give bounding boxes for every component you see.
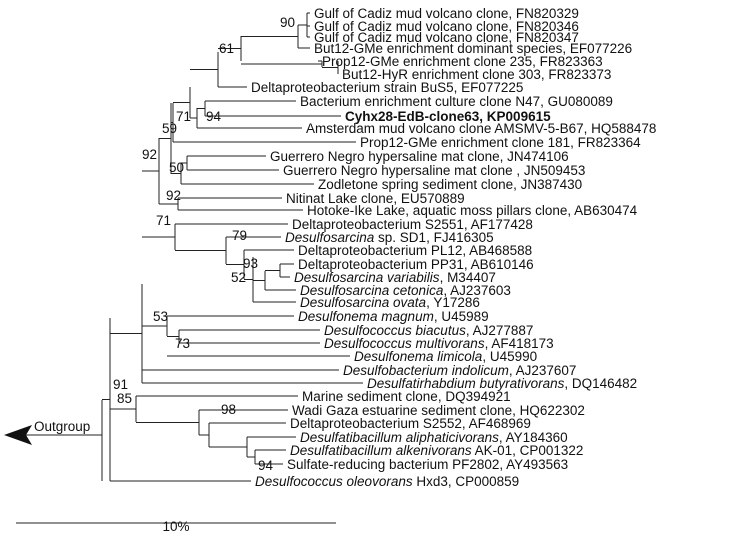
taxon-label: Deltaproteobacterium PL12, AB468588 (298, 243, 532, 258)
taxon-label: But12-GMe enrichment dominant species, E… (314, 41, 632, 56)
taxon-label: Desulfococcus biacutus, AJ277887 (324, 323, 533, 338)
bootstrap-value: 59 (162, 121, 177, 136)
taxon-label: Desulfosarcina cetonica, AJ237603 (300, 283, 511, 298)
bootstrap-value: 90 (280, 15, 295, 30)
taxon-label: Desulfosarcina variabilis, M34407 (294, 270, 496, 285)
taxon-label: Wadi Gaza estuarine sediment clone, HQ62… (292, 403, 585, 418)
outgroup-arrow (4, 425, 102, 445)
taxon-label: Desulfobacterium indolicum, AJ237607 (343, 363, 576, 378)
taxon-label: Hotoke-Ike Lake, aquatic moss pillars cl… (307, 203, 638, 218)
taxon-label: Desulfatibacillum alkenivorans AK-01, CP… (290, 443, 583, 458)
taxon-label: Gulf of Cadiz mud volcano clone, FN82032… (314, 6, 579, 21)
taxon-label: Zodletone spring sediment clone, JN38743… (318, 177, 582, 192)
taxon-label: Desulfococcus multivorans, AF418173 (324, 336, 554, 351)
bootstrap-value: 50 (169, 160, 184, 175)
taxon-label: Sulfate-reducing bacterium PF2802, AY493… (287, 457, 568, 472)
tree-branches (101, 12, 363, 482)
bootstrap-value: 94 (258, 458, 274, 473)
taxon-label: Gulf of Cadiz mud volcano clone, FN82034… (314, 30, 579, 45)
taxon-label: Guerrero Negro hypersaline mat clone , J… (283, 163, 585, 178)
taxon-label: But12-HyR enrichment clone 303, FR823373 (342, 67, 611, 82)
taxon-label: Desulfonema limicola, U45990 (354, 349, 537, 364)
bootstrap-value: 92 (166, 188, 181, 203)
taxon-label: Desulfococcus oleovorans Hxd3, CP000859 (255, 474, 519, 489)
taxon-label: Gulf of Cadiz mud volcano clone, FN82034… (314, 19, 579, 34)
outgroup-label: Outgroup (34, 419, 90, 434)
taxon-label: Desulfosarcina sp. SD1, FJ416305 (285, 230, 494, 245)
taxon-label: Deltaproteobacterium strain BuS5, EF0772… (251, 80, 523, 95)
taxon-label: Cyhx28-EdB-clone63, KP009615 (345, 109, 551, 124)
taxon-label: Desulfosarcina ovata, Y17286 (300, 295, 480, 310)
taxon-label: Desulfatirhabdium butyrativorans, DQ1464… (367, 376, 637, 391)
bootstrap-value: 79 (232, 228, 247, 243)
taxon-label: Nitinat Lake clone, EU570889 (286, 191, 465, 206)
bootstrap-value: 85 (117, 391, 132, 406)
bootstrap-value: 94 (206, 109, 222, 124)
taxon-label: Amsterdam mud volcano clone AMSMV-5-B67,… (306, 121, 656, 136)
bootstrap-value: 93 (243, 256, 258, 271)
bootstrap-value: 71 (156, 213, 171, 228)
taxon-label: Bacterium enrichment culture clone N47, … (300, 94, 613, 109)
bootstrap-value: 98 (221, 402, 236, 417)
bootstrap-value: 61 (219, 41, 234, 56)
bootstrap-value: 91 (113, 377, 128, 392)
taxon-label: Prop12-GMe enrichment clone 235, FR82336… (322, 54, 603, 69)
taxon-label: Deltaproteobacterium S2552, AF468969 (290, 416, 531, 431)
taxon-label: Desulfonema magnum, U45989 (298, 309, 489, 324)
taxon-label: Prop12-GMe enrichment clone 181, FR82336… (360, 135, 641, 150)
bootstrap-value: 53 (153, 309, 168, 324)
taxon-label: Marine sediment clone, DQ394921 (302, 389, 511, 404)
taxon-label: Deltaproteobacterium S2551, AF177428 (292, 217, 533, 232)
bootstrap-value: 71 (176, 109, 191, 124)
taxon-label: Desulfatibacillum aliphaticivorans, AY18… (300, 430, 568, 445)
bootstrap-value: 92 (142, 147, 157, 162)
bootstrap-value: 52 (231, 270, 246, 285)
scale-label: 10% (162, 519, 189, 534)
taxon-label: Deltaproteobacterium PP31, AB610146 (298, 257, 534, 272)
bootstrap-value: 73 (175, 336, 190, 351)
taxon-labels: Gulf of Cadiz mud volcano clone, FN82032… (251, 6, 656, 489)
taxon-label: Guerrero Negro hypersaline mat clone, JN… (270, 149, 569, 164)
